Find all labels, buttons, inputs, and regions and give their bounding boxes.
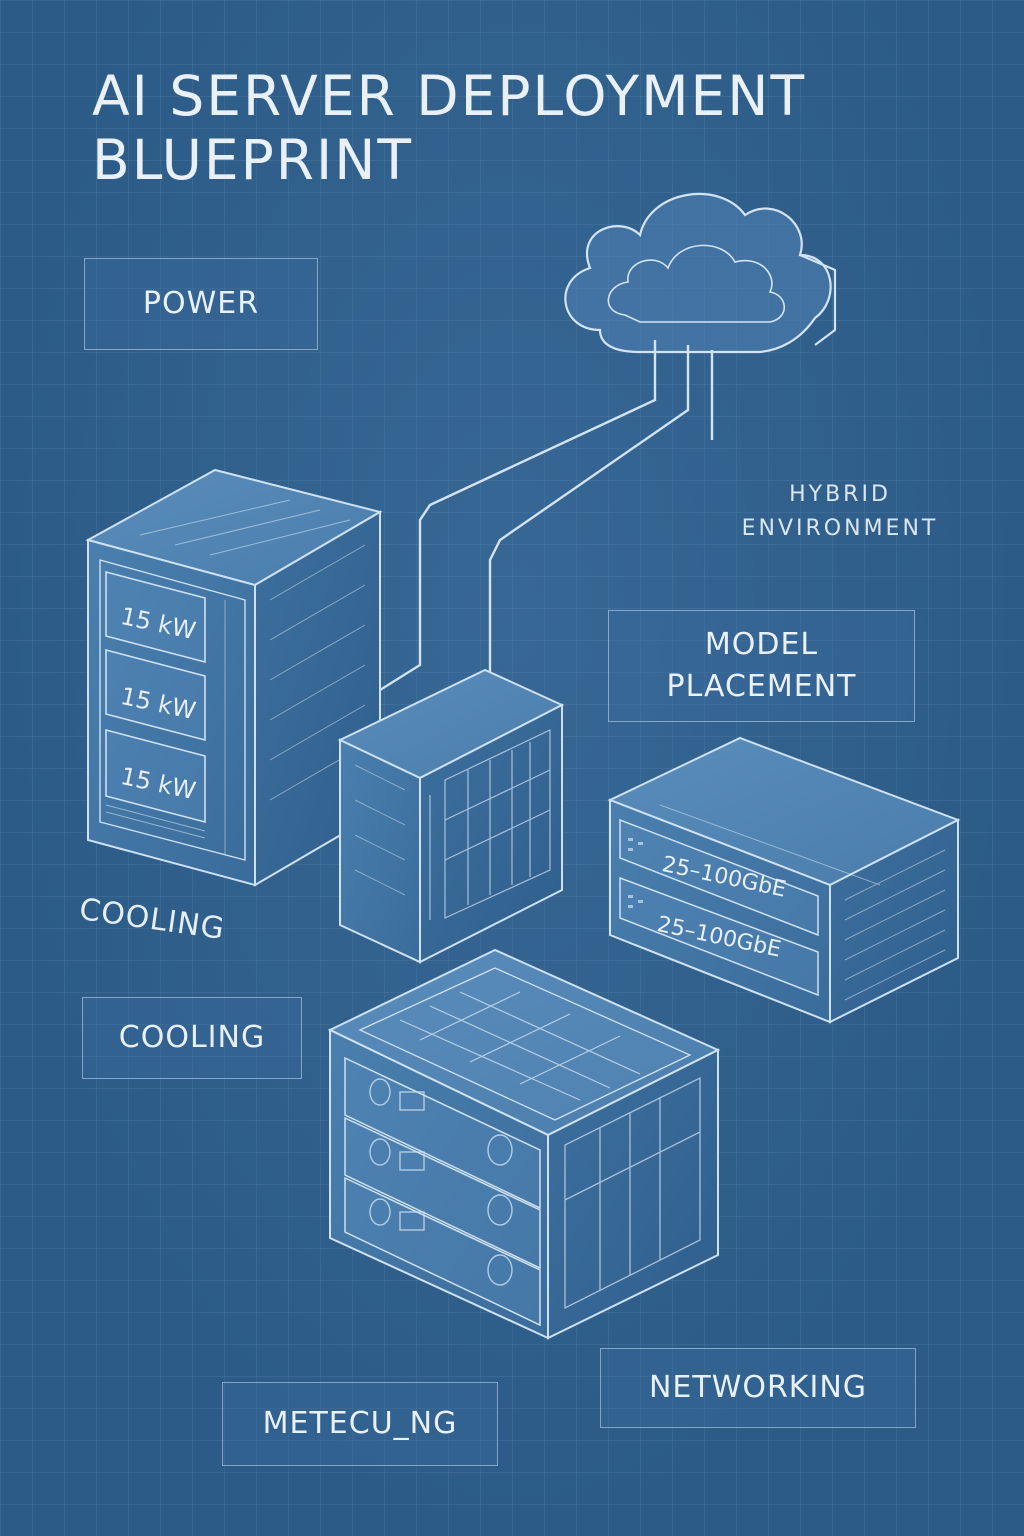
model-placement-line-2: PLACEMENT [666, 669, 857, 704]
model-placement-label-box: MODEL PLACEMENT [608, 610, 915, 722]
title-line-2: BLUEPRINT [92, 128, 413, 192]
networking-label-box: NETWORKING [600, 1348, 916, 1428]
model-placement-line-1: MODEL [704, 627, 819, 662]
cloud-icon [564, 192, 837, 354]
network-switch-icon [607, 736, 961, 1024]
server-rack-icon [85, 468, 383, 887]
server-tower-icon [337, 668, 565, 964]
metecung-label-box: METECU_NG [222, 1382, 498, 1466]
cable-lines [379, 340, 714, 692]
cooling-label-box: COOLING [82, 997, 302, 1079]
title-line-1: AI SERVER DEPLOYMENT [92, 64, 807, 128]
metecung-label: METECU_NG [262, 1406, 458, 1441]
hybrid-environment-label: HYBRID ENVIRONMENT [741, 482, 939, 541]
networking-label: NETWORKING [648, 1370, 868, 1405]
page-title: AI SERVER DEPLOYMENT BLUEPRINT [92, 64, 806, 192]
power-label-box: POWER [84, 258, 318, 350]
gpu-chassis-icon [327, 948, 721, 1340]
cooling-label: COOLING [118, 1020, 266, 1055]
power-label: POWER [142, 286, 260, 321]
